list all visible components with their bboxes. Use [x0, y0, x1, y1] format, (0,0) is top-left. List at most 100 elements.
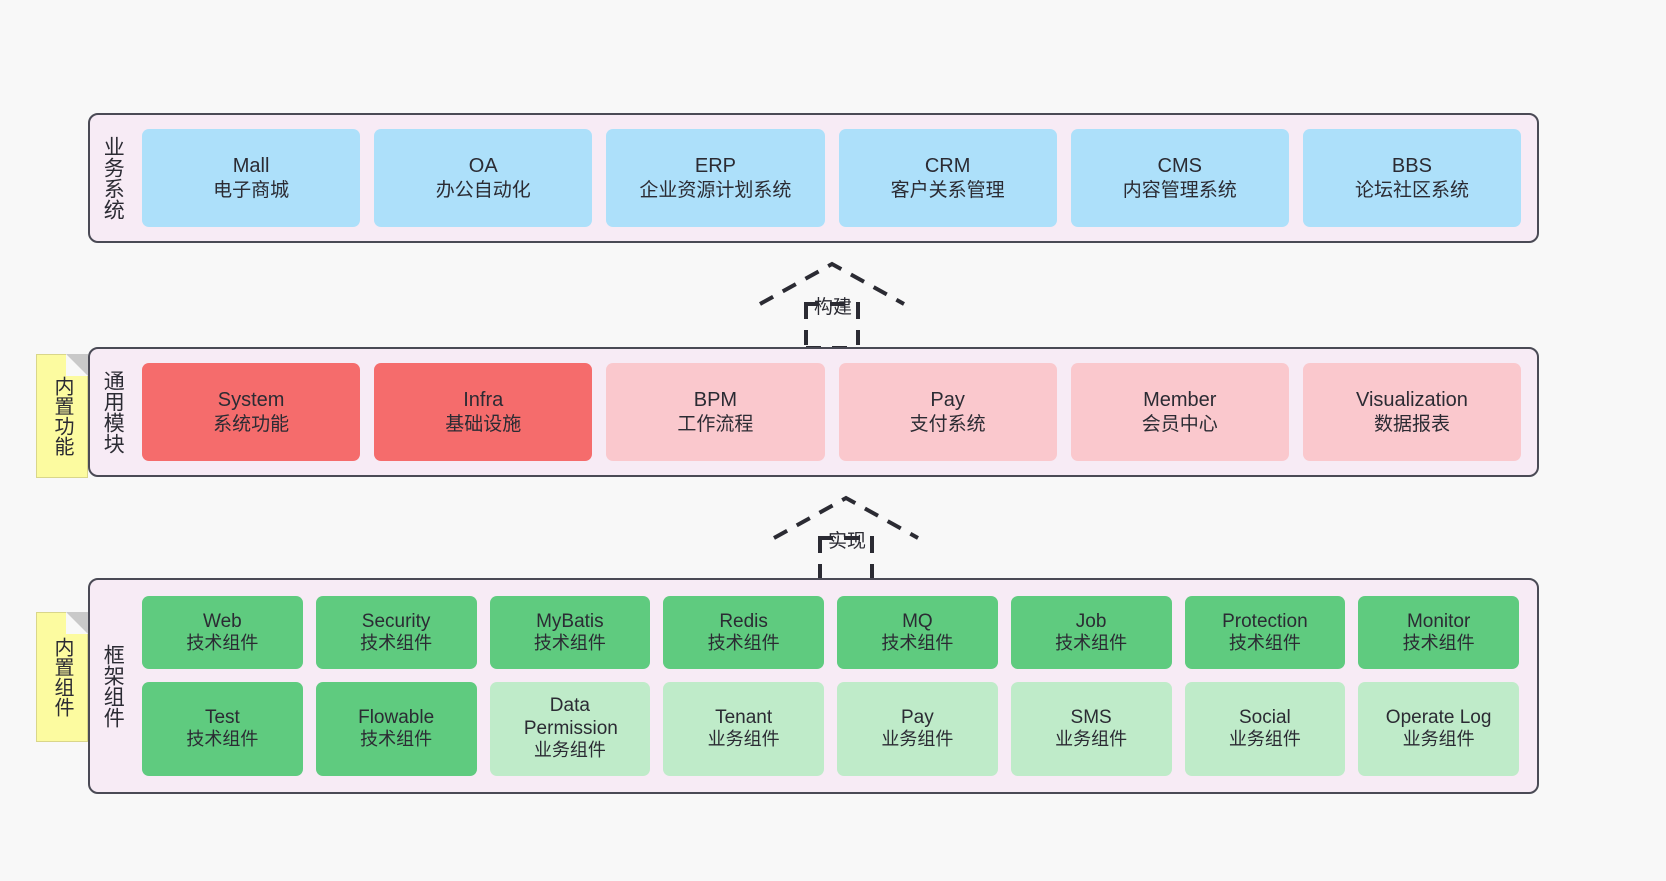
- cell-security[interactable]: Security 技术组件: [315, 596, 477, 669]
- layer-title-common-modules: 通用模块: [101, 370, 125, 454]
- cell-erp[interactable]: ERP 企业资源计划系统: [606, 129, 825, 227]
- cell-subtitle: 技术组件: [360, 632, 433, 653]
- cell-bpm[interactable]: BPM 工作流程: [606, 363, 825, 461]
- cell-subtitle: 技术组件: [1055, 632, 1128, 653]
- cell-bbs[interactable]: BBS 论坛社区系统: [1302, 129, 1522, 227]
- cell-subtitle: 办公自动化: [435, 179, 531, 201]
- cell-title: Infra: [463, 389, 504, 412]
- cell-subtitle: 企业资源计划系统: [639, 179, 792, 201]
- cell-title: CRM: [924, 155, 971, 178]
- cell-title: Social: [1239, 707, 1291, 729]
- cell-subtitle: 支付系统: [909, 413, 986, 435]
- layer-body-framework-components: Web 技术组件 Security 技术组件 MyBatis 技术组件 Redi…: [134, 580, 1537, 792]
- layer-business-system: 业务系统 Mall 电子商城 OA 办公自动化 ERP 企业资源计划系统 CRM…: [88, 113, 1539, 243]
- cell-social[interactable]: Social 业务组件: [1184, 681, 1346, 777]
- cell-title: Job: [1075, 610, 1107, 632]
- layer-common-modules: 通用模块 System 系统功能 Infra 基础设施 BPM 工作流程 Pay…: [88, 347, 1539, 477]
- cell-title: Data Permission: [523, 695, 618, 739]
- cell-cms[interactable]: CMS 内容管理系统: [1070, 129, 1289, 227]
- implement-arrow-icon: [773, 495, 919, 584]
- cell-crm[interactable]: CRM 客户关系管理: [838, 129, 1057, 227]
- cell-pay-module[interactable]: Pay 支付系统: [838, 363, 1057, 461]
- cell-monitor[interactable]: Monitor 技术组件: [1358, 596, 1519, 669]
- cell-title: Tenant: [715, 707, 773, 729]
- cell-title: ERP: [694, 155, 736, 178]
- cell-tenant[interactable]: Tenant 业务组件: [663, 681, 824, 777]
- sticky-note-builtin-features: 内置功能: [36, 354, 88, 478]
- cell-web[interactable]: Web 技术组件: [142, 596, 303, 669]
- cell-job[interactable]: Job 技术组件: [1010, 596, 1172, 669]
- cell-title: Operate Log: [1385, 707, 1492, 729]
- connector-build: 构建: [752, 258, 912, 350]
- connector-implement-label: 实现: [828, 531, 867, 552]
- cell-subtitle: 工作流程: [677, 413, 754, 435]
- cell-subtitle: 技术组件: [186, 729, 259, 750]
- cell-subtitle: 论坛社区系统: [1354, 179, 1469, 201]
- connector-implement: 实现: [766, 492, 926, 584]
- cell-subtitle: 内容管理系统: [1122, 179, 1237, 201]
- cell-title: Member: [1143, 389, 1217, 412]
- cell-title: OA: [468, 155, 498, 178]
- cell-subtitle: 技术组件: [533, 632, 606, 653]
- cell-title: BBS: [1391, 155, 1432, 178]
- cell-subtitle: 技术组件: [881, 632, 954, 653]
- component-row-tech: Web 技术组件 Security 技术组件 MyBatis 技术组件 Redi…: [142, 596, 1519, 669]
- layer-title-framework-components: 框架组件: [101, 644, 125, 728]
- cell-mall[interactable]: Mall 电子商城: [142, 129, 361, 227]
- cell-redis[interactable]: Redis 技术组件: [663, 596, 824, 669]
- cell-subtitle: 业务组件: [1402, 729, 1475, 750]
- cell-protection[interactable]: Protection 技术组件: [1184, 596, 1346, 669]
- cell-title: Web: [203, 610, 242, 632]
- cell-title: Flowable: [358, 707, 435, 729]
- cell-subtitle: 电子商城: [213, 179, 290, 201]
- cell-data-permission[interactable]: Data Permission 业务组件: [489, 681, 651, 777]
- cell-mybatis[interactable]: MyBatis 技术组件: [489, 596, 651, 669]
- cell-title: Protection: [1222, 610, 1308, 632]
- cell-subtitle: 业务组件: [881, 729, 954, 750]
- cell-oa[interactable]: OA 办公自动化: [374, 129, 593, 227]
- cell-subtitle: 基础设施: [445, 413, 522, 435]
- cell-member[interactable]: Member 会员中心: [1070, 363, 1289, 461]
- cell-test[interactable]: Test 技术组件: [142, 681, 303, 777]
- cell-infra[interactable]: Infra 基础设施: [374, 363, 593, 461]
- layer-body-common-modules: System 系统功能 Infra 基础设施 BPM 工作流程 Pay 支付系统…: [134, 349, 1537, 475]
- cell-subtitle: 系统功能: [213, 413, 290, 435]
- cell-title: MyBatis: [536, 610, 604, 632]
- cell-title: Pay: [901, 707, 934, 729]
- cell-subtitle: 会员中心: [1141, 413, 1218, 435]
- cell-subtitle: 技术组件: [360, 729, 433, 750]
- component-row-business: Test 技术组件 Flowable 技术组件 Data Permission …: [142, 681, 1519, 777]
- cell-subtitle: 业务组件: [1055, 729, 1128, 750]
- cell-title: BPM: [693, 389, 738, 412]
- sticky-note-builtin-components: 内置组件: [36, 612, 88, 742]
- cell-title: Security: [361, 610, 431, 632]
- cell-subtitle: 技术组件: [1228, 632, 1301, 653]
- cell-title: System: [217, 389, 285, 412]
- cell-subtitle: 技术组件: [186, 632, 259, 653]
- cell-title: Test: [204, 707, 240, 729]
- cell-title: Visualization: [1355, 389, 1468, 412]
- cell-visualization[interactable]: Visualization 数据报表: [1302, 363, 1522, 461]
- cell-subtitle: 技术组件: [707, 632, 780, 653]
- layer-framework-components: 框架组件 Web 技术组件 Security 技术组件 MyBatis 技术组件…: [88, 578, 1539, 794]
- cell-operate-log[interactable]: Operate Log 业务组件: [1358, 681, 1519, 777]
- cell-mq[interactable]: MQ 技术组件: [837, 596, 998, 669]
- cell-title: Monitor: [1406, 610, 1471, 632]
- cell-subtitle: 业务组件: [707, 729, 780, 750]
- cell-subtitle: 业务组件: [1228, 729, 1301, 750]
- cell-subtitle: 技术组件: [1402, 632, 1475, 653]
- cell-subtitle: 客户关系管理: [890, 179, 1005, 201]
- cell-title: Mall: [232, 155, 270, 178]
- cell-title: Redis: [719, 610, 768, 632]
- cell-system[interactable]: System 系统功能: [142, 363, 361, 461]
- cell-flowable[interactable]: Flowable 技术组件: [315, 681, 477, 777]
- cell-title: SMS: [1070, 707, 1112, 729]
- layer-title-business-system: 业务系统: [101, 136, 125, 220]
- cell-title: MQ: [902, 610, 933, 632]
- cell-title: Pay: [930, 389, 965, 412]
- cell-subtitle: 数据报表: [1373, 413, 1450, 435]
- cell-sms[interactable]: SMS 业务组件: [1010, 681, 1172, 777]
- cell-pay-component[interactable]: Pay 业务组件: [837, 681, 998, 777]
- cell-title: CMS: [1157, 155, 1202, 178]
